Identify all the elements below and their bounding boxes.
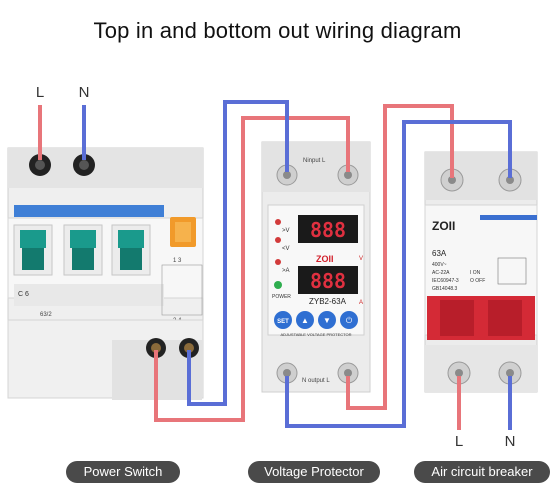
caption-air-circuit-breaker: Air circuit breaker [414,461,550,483]
blue-stripe [14,205,164,217]
wires [38,100,512,430]
set-button[interactable]: SET [274,311,292,329]
vp-bottom-label: N output L [302,378,330,384]
label-output-n: N [505,433,516,450]
down-button[interactable]: ▼ [318,311,336,329]
svg-text:▼: ▼ [323,316,331,325]
diagram-title: Top in and bottom out wiring diagram [93,18,462,43]
label-input-l: L [36,84,44,101]
label-output-l: L [455,433,463,450]
vp-model: ZYB2-63A [309,297,347,306]
caption-voltage-protector: Voltage Protector [248,461,380,483]
wire-switch-to-protector-n [187,100,289,406]
acb-on-label: I ON [470,270,481,276]
air-circuit-breaker: ZOII 63A 400V~ AC-22A IEC60947-3 GB14048… [424,151,538,393]
display-current [298,266,358,294]
acb-spec-3: IEC60947-3 [432,278,459,284]
vp-top-label: Ninput L [303,158,326,164]
wire-protector-to-breaker-l [346,104,454,410]
acb-spec-2: AC-22A [432,270,450,276]
svg-text:▲: ▲ [301,316,309,325]
wire-switch-to-protector-l [154,116,350,422]
display-voltage [298,215,358,243]
vp-brand: ZOII [316,254,334,264]
power-switch: C 6 63/2 1 3 2 4 [7,147,204,400]
indicator-over-v: >V [282,228,290,234]
ps-marks-top: 1 3 [173,258,182,264]
acb-spec-4: GB14048.3 [432,286,458,292]
toggle-3[interactable] [111,224,151,276]
indicator-over-a: >A [282,268,290,274]
toggle-1[interactable] [13,224,53,276]
toggle-2[interactable] [63,224,103,276]
label-input-n: N [79,84,90,101]
ps-rating-secondary: 63/2 [40,312,52,318]
up-button[interactable]: ▲ [296,311,314,329]
unit-a: A [359,300,363,306]
caption-power-switch: Power Switch [66,461,180,483]
display-voltage-digits: 888 [310,218,346,242]
power-label: POWER [272,294,291,300]
power-button[interactable]: ⏻ [340,311,358,329]
voltage-protector: Ninput L >V <V >A POWER 888 V ZOII 888 A… [261,141,371,393]
acb-rating: 63A [432,249,447,258]
svg-text:⏻: ⏻ [346,316,353,325]
ps-rating: C 6 [18,291,29,298]
power-led [274,281,282,289]
display-current-digits: 888 [310,269,346,293]
acb-brand: ZOII [432,219,455,233]
vp-footer: ADJUSTABLE VOLTAGE PROTECTOR [280,332,351,337]
svg-text:SET: SET [277,319,289,325]
breaker-handle[interactable] [427,296,535,340]
indicator-under-v: <V [282,246,290,252]
acb-off-label: O OFF [470,278,485,284]
wire-protector-to-breaker-n [285,120,512,428]
unit-v: V [359,256,363,262]
acb-spec-1: 400V~ [432,262,447,268]
